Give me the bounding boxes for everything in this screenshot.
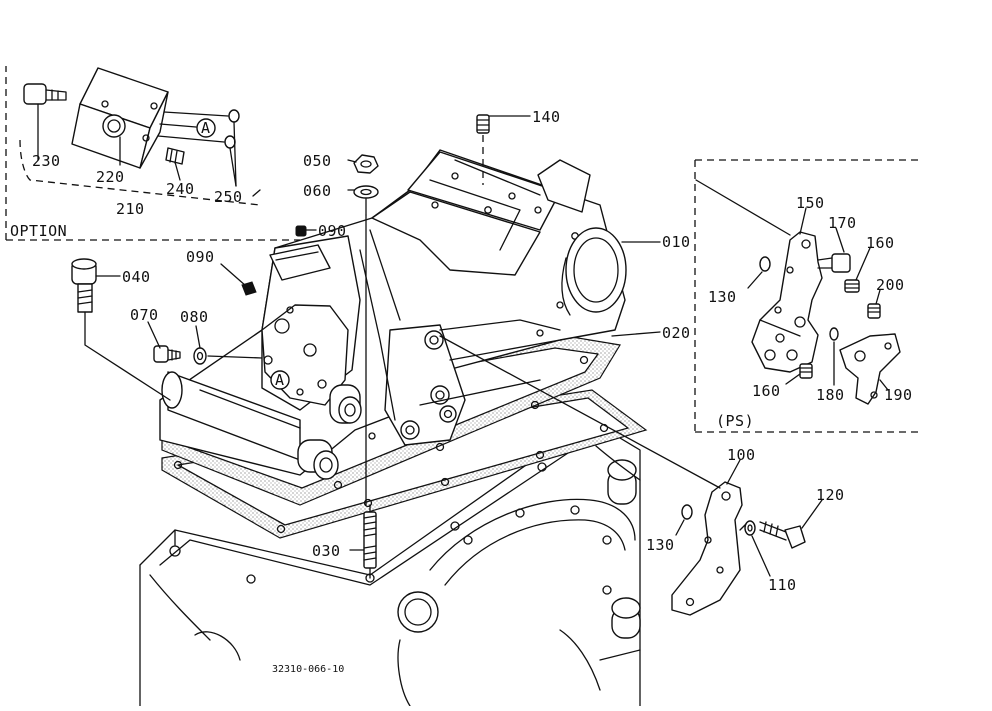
label-130-ps: 130: [708, 288, 737, 306]
leader-lines: [95, 115, 889, 577]
label-170: 170: [828, 214, 857, 232]
label-040: 040: [122, 268, 151, 286]
part-040-bolt: [71, 258, 171, 401]
label-220: 220: [96, 168, 125, 186]
label-230: 230: [32, 152, 61, 170]
part-labels: 010 020 030 040 050 060 070 080 090 090 …: [10, 108, 913, 675]
option-group: [5, 66, 300, 241]
label-150: 150: [796, 194, 825, 212]
label-060: 060: [303, 182, 332, 200]
part-060-washer: [353, 185, 379, 216]
option-group-label: OPTION: [10, 222, 67, 240]
bracket-100: [439, 335, 806, 616]
drawing-code: 32310-066-10: [272, 664, 344, 675]
label-090-left: 090: [186, 248, 215, 266]
label-160-upper: 160: [866, 234, 895, 252]
label-210: 210: [116, 200, 145, 218]
cylinder-housing: [159, 149, 627, 480]
label-250: 250: [214, 188, 243, 206]
label-190: 190: [884, 386, 913, 404]
part-030-stud: [363, 504, 377, 579]
mark-a-option: A: [201, 119, 211, 137]
part-090-plug-top: [295, 225, 307, 237]
label-120: 120: [816, 486, 845, 504]
ps-group: [694, 159, 920, 433]
label-200: 200: [876, 276, 905, 294]
part-140-plug: [476, 114, 490, 185]
label-010: 010: [662, 233, 691, 251]
label-130-lower: 130: [646, 536, 675, 554]
label-020: 020: [662, 324, 691, 342]
mark-a-housing: A: [275, 371, 285, 389]
label-180: 180: [816, 386, 845, 404]
label-030: 030: [312, 542, 341, 560]
label-110: 110: [768, 576, 797, 594]
label-050: 050: [303, 152, 332, 170]
label-070: 070: [130, 306, 159, 324]
part-070-plug: [153, 345, 181, 363]
label-240: 240: [166, 180, 195, 198]
ps-group-label: (PS): [716, 412, 754, 430]
label-090-top: 090: [318, 222, 347, 240]
label-080: 080: [180, 308, 209, 326]
part-050-nut: [353, 154, 379, 174]
label-100: 100: [727, 446, 756, 464]
label-140: 140: [532, 108, 561, 126]
label-160-lower: 160: [752, 382, 781, 400]
